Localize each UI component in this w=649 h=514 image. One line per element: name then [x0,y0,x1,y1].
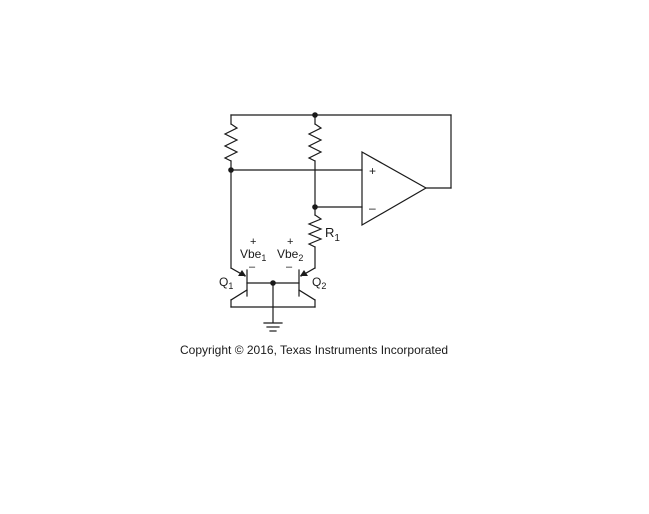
vbe1-minus-sign: – [249,261,256,273]
r1-label: R1 [325,225,340,244]
top-rail [230,114,452,189]
opamp-minus-label: – [369,201,376,215]
base-and-bottom-wires [230,282,316,323]
junction-dot-right [312,204,318,210]
q2-label: Q2 [312,275,326,291]
junction-dot-left [228,167,234,173]
opamp-symbol [361,150,428,227]
vbe1-plus-sign: + [250,236,256,248]
q1-label: Q1 [219,275,233,291]
q2-transistor [298,267,316,308]
right-top-resistor [307,114,323,216]
junction-dot-top [312,112,318,118]
left-top-resistor [223,114,239,269]
q1-transistor [230,267,248,308]
ground-icon [263,322,283,332]
vbe1-label: Vbe1 [240,247,266,263]
vbe2-label: Vbe2 [277,247,303,263]
opamp-plus-label: + [369,164,376,178]
r1-resistor [307,214,323,269]
opamp-input-wires [230,169,363,208]
copyright-text: Copyright © 2016, Texas Instruments Inco… [180,343,448,357]
vbe2-minus-sign: – [286,261,293,273]
vbe2-plus-sign: + [287,236,293,248]
